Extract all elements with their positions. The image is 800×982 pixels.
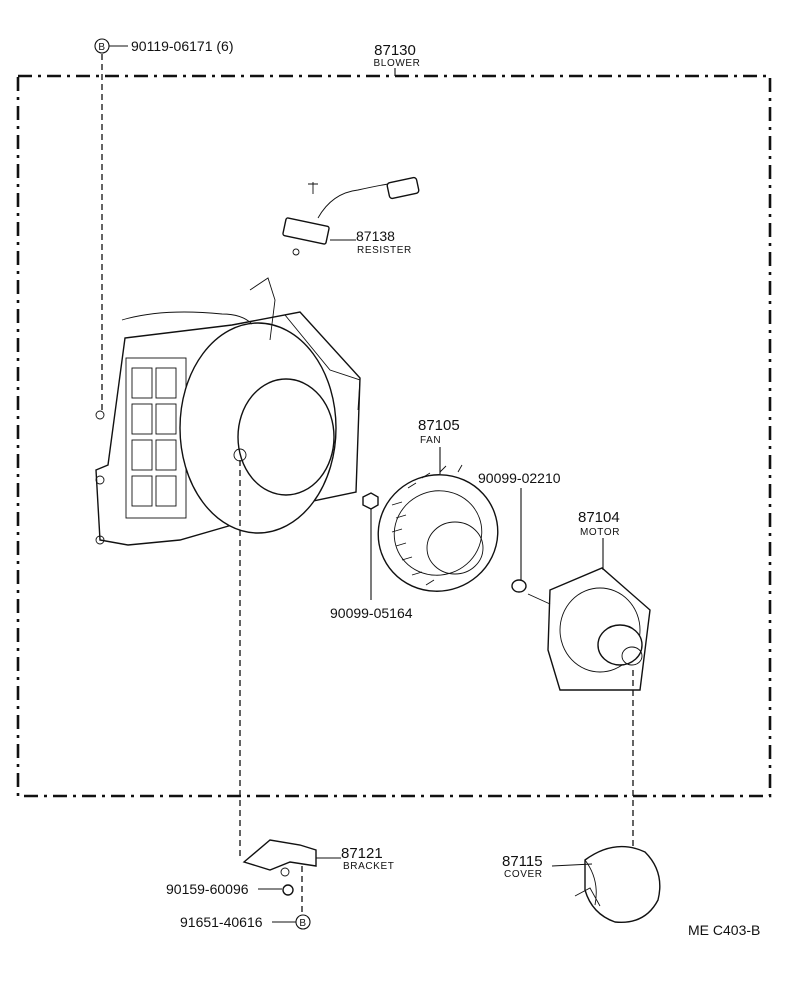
assembly-label: 87130 BLOWER [374, 42, 421, 76]
resister-name: RESISTER [357, 245, 412, 256]
fan-number: 87105 [418, 417, 460, 434]
washer-part: 90099-02210 [478, 470, 561, 593]
assembly-name: BLOWER [374, 58, 421, 69]
bracket-name: BRACKET [343, 861, 394, 872]
cover-number: 87115 [502, 853, 543, 870]
blower-housing [95, 277, 361, 546]
bracket-bolt-number: 91651-40616 [180, 914, 263, 930]
fan-part: 87105 FAN [377, 417, 499, 592]
assembly-number: 87130 [374, 42, 416, 59]
bracket-number: 87121 [341, 845, 383, 862]
diagram-code: ME C403-B [688, 922, 760, 938]
resister-number: 87138 [356, 228, 395, 244]
motor-number: 87104 [578, 509, 620, 526]
nut-number: 90099-05164 [330, 605, 413, 621]
bracket-screw-part: 90159-60096 [166, 866, 303, 914]
ref-b-bottom-letter: B [299, 918, 306, 929]
bracket-bolt-ref: B 91651-40616 [180, 914, 311, 930]
screw-top-number: 90119-06171 (6) [131, 38, 233, 54]
bracket-screw-number: 90159-60096 [166, 881, 249, 897]
fan-name: FAN [420, 435, 441, 446]
nut-part: 90099-05164 [330, 492, 413, 621]
motor-part: 87104 MOTOR [527, 509, 651, 846]
washer-number: 90099-02210 [478, 470, 561, 486]
motor-name: MOTOR [580, 527, 620, 538]
assembly-frame [16, 74, 772, 798]
cover-name: COVER [504, 869, 543, 880]
ref-b-top-letter: B [98, 42, 105, 53]
resister-part: 87138 RESISTER [282, 176, 420, 256]
bracket-part: 87121 BRACKET [239, 460, 394, 877]
screw-ref-top: B 90119-06171 (6) [94, 38, 233, 410]
cover-part: 87115 COVER [502, 845, 661, 924]
